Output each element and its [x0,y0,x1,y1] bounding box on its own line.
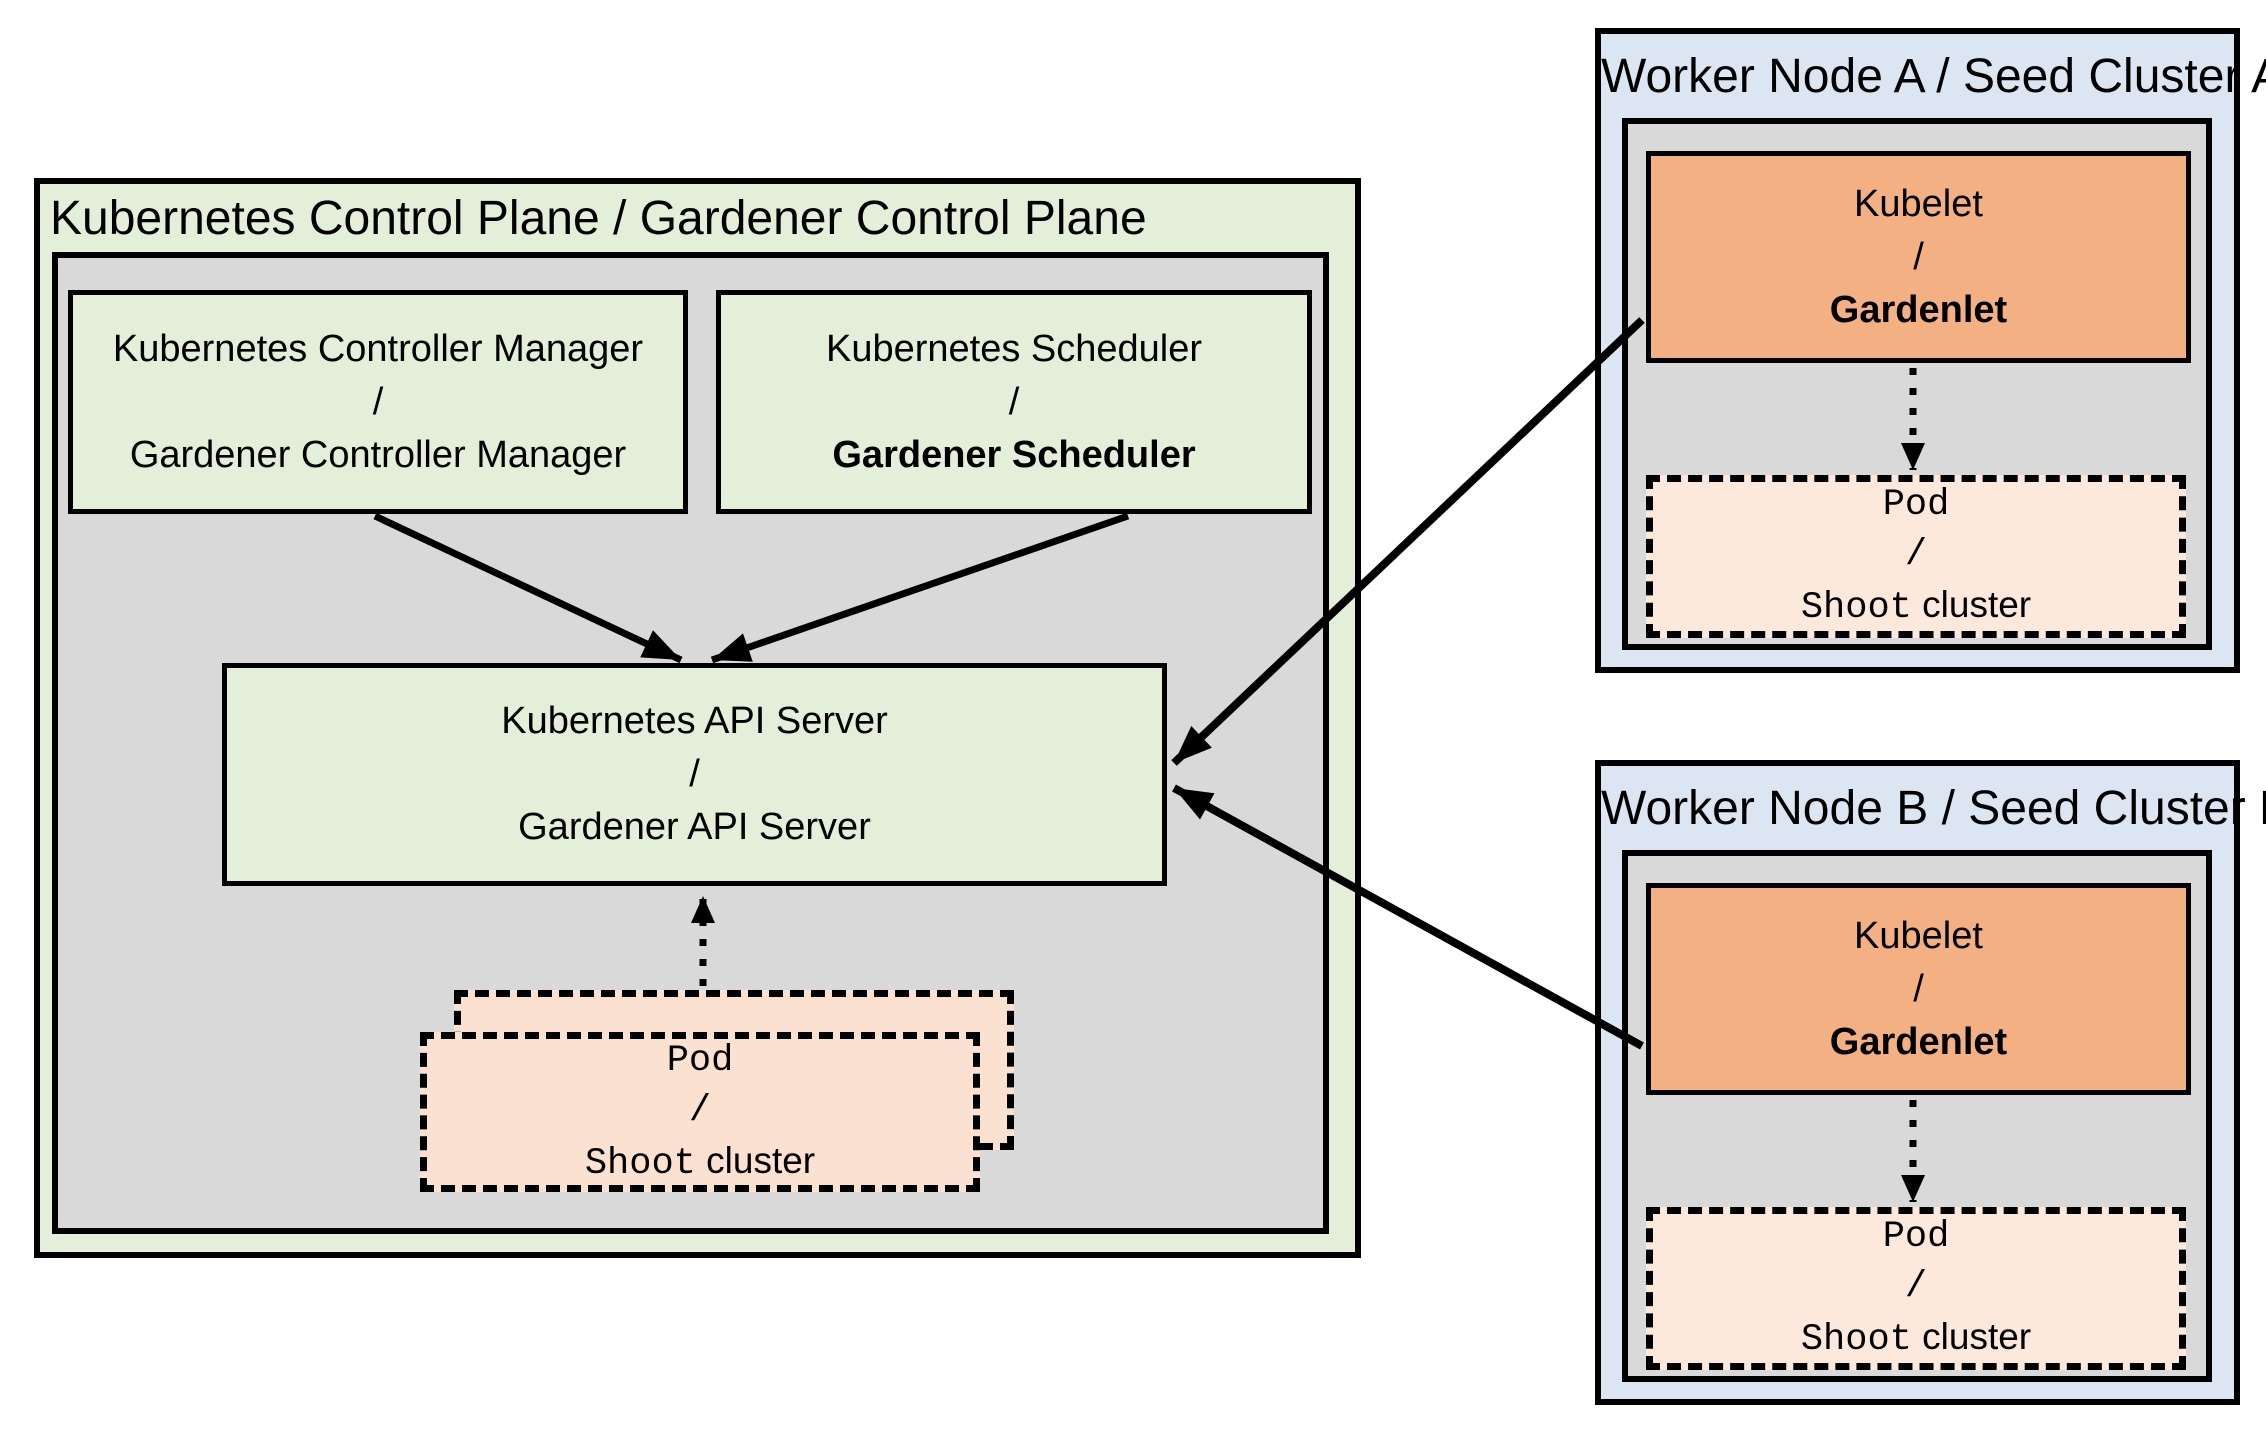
controller-manager-line2: Gardener Controller Manager [129,433,627,476]
pod-b-box: Pod / Shoot cluster [1646,1207,2186,1370]
pod-shoot-cluster-box: Pod / Shoot cluster [420,1032,980,1192]
pod-a-line2-shoot: Shoot [1800,587,1912,629]
kubelet-a-separator: / [1913,235,1924,278]
scheduler-separator: / [1008,380,1020,423]
pod-a-box: Pod / Shoot cluster [1646,475,2186,638]
kubelet-a-box: Kubelet / Gardenlet [1646,151,2191,363]
worker-node-a-title: Worker Node A / Seed Cluster A [1601,50,2266,103]
kubelet-b-box: Kubelet / Gardenlet [1646,883,2191,1095]
api-server-box: Kubernetes API Server / Gardener API Ser… [222,663,1167,886]
controller-manager-box: Kubernetes Controller Manager / Gardener… [68,290,688,514]
pod-line2-cluster: cluster [706,1139,816,1181]
worker-node-a-box: Worker Node A / Seed Cluster A Kubelet /… [1595,28,2266,673]
pod-line2-shoot: Shoot [584,1142,696,1185]
control-plane-box: Kubernetes Control Plane / Gardener Cont… [34,178,1361,1258]
worker-node-b-box: Worker Node B / Seed Cluster B Kubelet /… [1595,760,2266,1405]
control-plane-title: Kubernetes Control Plane / Gardener Cont… [50,192,1147,245]
api-server-line2: Gardener API Server [518,806,871,848]
worker-node-b-title: Worker Node B / Seed Cluster B [1601,782,2266,835]
pod-separator: / [688,1089,712,1132]
pod-b-line2-cluster: cluster [1922,1316,2032,1357]
pod-line2: Shoot cluster [585,1136,815,1189]
kubelet-a-line2: Gardenlet [1829,288,2008,331]
pod-b-separator: / [1904,1266,1928,1308]
pod-a-separator: / [1904,534,1928,576]
pod-a-line2-cluster: cluster [1922,584,2032,625]
worker-node-b-inner-box: Kubelet / Gardenlet Pod / Shoot cluster [1622,850,2212,1382]
kubelet-a-line1: Kubelet [1854,182,1983,225]
pod-a-line2: Shoot cluster [1801,580,2031,633]
kubelet-b-separator: / [1913,967,1924,1010]
kubelet-b-line1: Kubelet [1854,914,1983,957]
kubelet-b-line2: Gardenlet [1829,1020,2008,1063]
pod-b-line2-shoot: Shoot [1800,1319,1912,1361]
scheduler-box: Kubernetes Scheduler / Gardener Schedule… [716,290,1312,514]
api-server-separator: / [689,753,700,795]
pod-b-line1: Pod [1882,1216,1950,1258]
api-server-line1: Kubernetes API Server [501,700,888,742]
controller-manager-line1: Kubernetes Controller Manager [112,327,644,370]
controller-manager-separator: / [372,380,384,423]
pod-b-line2: Shoot cluster [1801,1312,2031,1365]
control-plane-inner-box: Kubernetes Controller Manager / Gardener… [52,252,1329,1234]
worker-node-a-inner-box: Kubelet / Gardenlet Pod / Shoot cluster [1622,118,2212,650]
scheduler-line1: Kubernetes Scheduler [825,327,1203,370]
pod-line1: Pod [666,1039,734,1082]
pod-a-line1: Pod [1882,484,1950,526]
scheduler-line2: Gardener Scheduler [832,433,1196,476]
